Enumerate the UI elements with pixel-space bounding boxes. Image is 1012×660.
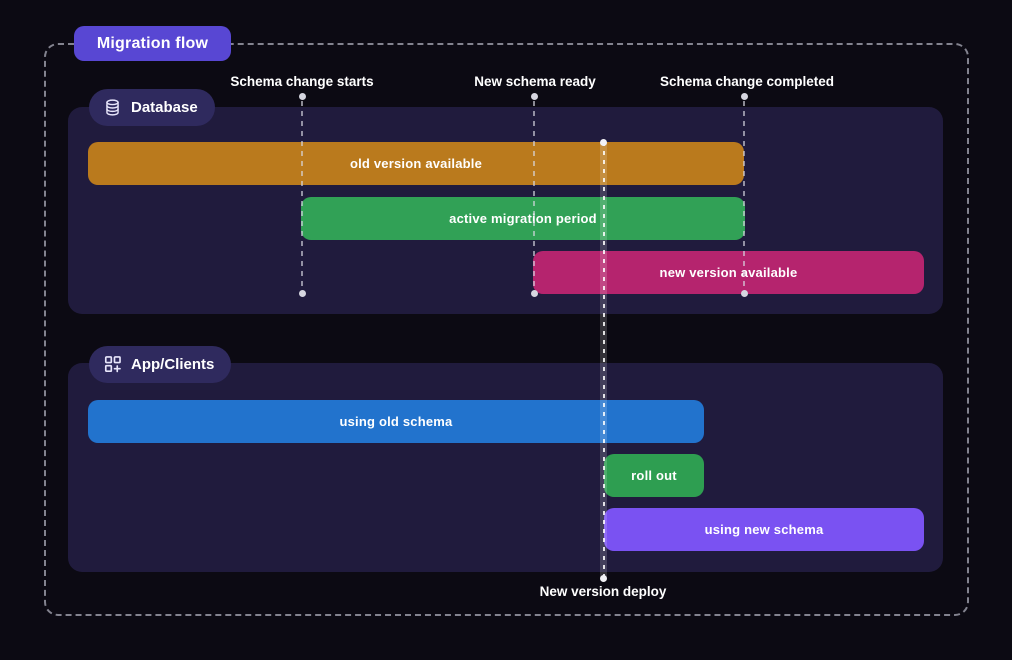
bar-old-version-available: old version available <box>88 142 744 185</box>
milestone-label-new-schema-ready: New schema ready <box>474 74 596 89</box>
diagram-frame <box>44 43 969 616</box>
apps-plus-icon <box>103 355 122 374</box>
milestone-dot-top <box>298 92 306 100</box>
database-badge-label: Database <box>131 99 198 116</box>
milestone-dot-top <box>530 92 538 100</box>
deploy-dot-top <box>600 138 607 146</box>
bar-using-old-schema: using old schema <box>88 400 704 443</box>
milestone-dot-top <box>740 92 748 100</box>
bar-active-migration-period: active migration period <box>301 197 745 240</box>
deploy-line <box>600 142 607 578</box>
bar-roll-out: roll out <box>604 454 704 497</box>
deploy-label: New version deploy <box>539 584 667 599</box>
milestone-dot-bottom <box>530 290 538 297</box>
app-clients-badge: App/Clients <box>89 346 232 383</box>
milestone-dot-bottom <box>298 290 306 297</box>
bar-new-version-available: new version available <box>533 251 924 294</box>
deploy-dot-bottom <box>600 574 607 582</box>
milestone-line-new-schema-ready <box>533 101 535 290</box>
title-badge: Migration flow <box>74 26 231 61</box>
milestone-line-schema-change-starts <box>301 101 303 290</box>
milestone-label-schema-change-completed: Schema change completed <box>659 74 835 89</box>
database-icon <box>103 98 122 117</box>
app-clients-badge-label: App/Clients <box>131 356 215 373</box>
milestone-line-schema-change-completed <box>743 101 745 290</box>
deploy-line-dashes <box>602 142 605 578</box>
database-badge: Database <box>89 89 215 126</box>
bar-using-new-schema: using new schema <box>604 508 924 551</box>
milestone-dot-bottom <box>740 290 748 297</box>
milestone-label-schema-change-starts: Schema change starts <box>230 74 374 89</box>
